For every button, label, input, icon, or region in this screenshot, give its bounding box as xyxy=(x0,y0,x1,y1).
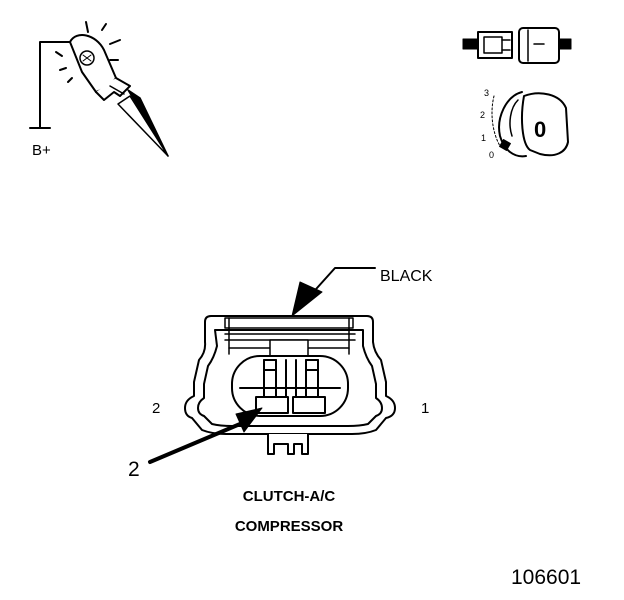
connector-color-label: BLACK xyxy=(380,268,433,285)
pin-label-left: 2 xyxy=(152,400,161,417)
key-current-position: 0 xyxy=(534,117,547,142)
figure-number: 106601 xyxy=(511,566,582,589)
connector-title-line1: CLUTCH-A/C xyxy=(242,488,336,505)
ignition-key-icon xyxy=(491,91,569,158)
connector-face xyxy=(184,315,396,455)
key-position-0: 0 xyxy=(489,150,495,160)
key-position-1: 1 xyxy=(481,133,487,143)
terminal-1 xyxy=(292,396,326,414)
connector-title-line2: COMPRESSOR xyxy=(234,518,344,535)
pin-callout-label: 2 xyxy=(128,458,140,481)
pin-callout-arrow xyxy=(148,407,263,464)
key-position-2: 2 xyxy=(480,110,486,120)
pin-label-right: 1 xyxy=(421,400,430,417)
probe-label: B+ xyxy=(32,142,51,159)
test-light-probe-icon xyxy=(29,21,169,157)
terminal-2 xyxy=(255,396,289,414)
key-position-3: 3 xyxy=(484,88,490,98)
color-callout-arrow xyxy=(291,267,376,317)
connector-disconnected-icon xyxy=(462,27,572,64)
